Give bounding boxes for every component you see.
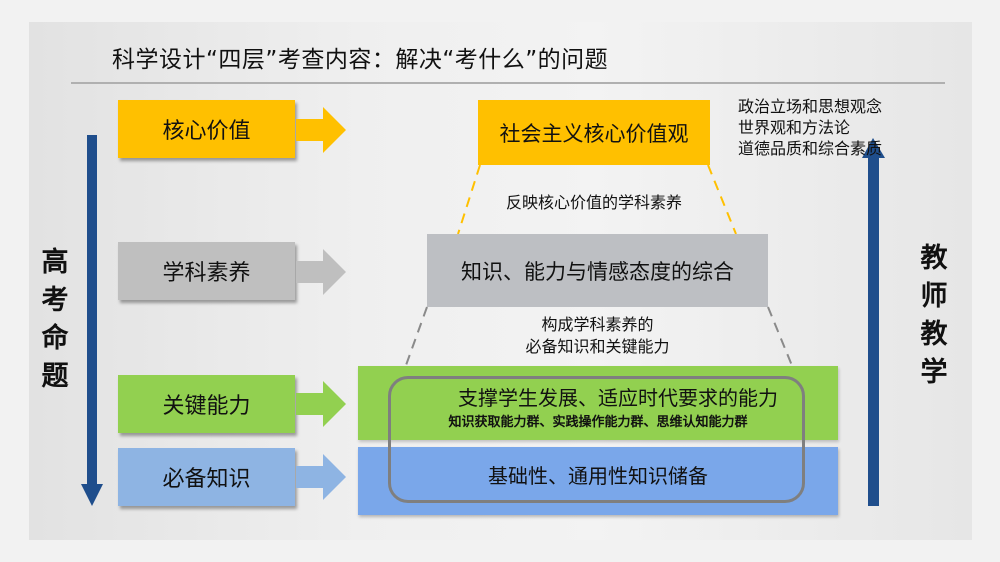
side-note: 政治立场和思想观念	[738, 97, 883, 116]
connector-note-line: 构成学科素养的	[541, 315, 654, 334]
connector-dashed-line	[404, 306, 428, 369]
layer-label-text: 学科素养	[162, 261, 251, 286]
axis-label-char: 高	[41, 247, 69, 278]
layer-label-text: 核心价值	[162, 119, 251, 144]
connector-note-line: 必备知识和关键能力	[525, 337, 670, 356]
axis-label-char: 学	[920, 357, 948, 388]
side-note: 世界观和方法论	[738, 118, 851, 137]
layer-label-subject-literacy: 学科素养	[118, 242, 295, 300]
center-box-text: 支撑学生发展、适应时代要求的能力	[458, 386, 778, 410]
right-axis-label: 教 师 教 学	[914, 240, 954, 392]
center-box-subtext: 知识获取能力群、实践操作能力群、思维认知能力群	[448, 415, 748, 430]
axis-label-char: 师	[920, 281, 948, 312]
left-axis-label: 高 考 命 题	[35, 244, 75, 396]
axis-label-char: 命	[41, 323, 69, 354]
axis-label-char: 题	[41, 361, 69, 392]
arrow-up-icon	[862, 138, 885, 506]
slide-title: 科学设计“四层”考查内容：解决“考什么”的问题	[112, 47, 609, 73]
connector-dashed-line	[457, 164, 481, 235]
center-box-subject-literacy: 知识、能力与情感态度的综合	[427, 234, 768, 307]
grouping-outline	[388, 376, 805, 503]
axis-label-char: 教	[920, 319, 948, 350]
center-box-text: 知识、能力与情感态度的综合	[461, 259, 734, 284]
connector-note-lower: 构成学科素养的 必备知识和关键能力	[427, 314, 768, 358]
connector-note-upper: 反映核心价值的学科素养	[505, 193, 682, 212]
layer-label-core-value: 核心价值	[118, 100, 295, 158]
arrow-right-icon	[296, 454, 346, 500]
arrow-right-icon	[296, 381, 346, 427]
title-divider	[71, 82, 945, 84]
axis-label-char: 教	[920, 243, 948, 274]
side-notes: 政治立场和思想观念 世界观和方法论 道德品质和综合素质	[738, 96, 882, 159]
layer-label-key-ability: 关键能力	[118, 375, 295, 433]
center-box-essential-knowledge: 基础性、通用性知识储备	[358, 447, 838, 515]
connector-dashed-line	[707, 164, 737, 235]
layer-label-text: 关键能力	[162, 394, 251, 419]
axis-label-char: 考	[41, 285, 69, 316]
arrow-right-icon	[296, 107, 346, 153]
arrow-right-icon	[296, 249, 346, 295]
center-box-text: 基础性、通用性知识储备	[488, 463, 708, 488]
connector-dashed-line	[767, 306, 794, 369]
center-box-text: 社会主义核心价值观	[499, 121, 689, 146]
layer-label-essential-knowledge: 必备知识	[118, 448, 295, 506]
arrow-down-icon	[81, 135, 103, 506]
center-box-core-value: 社会主义核心价值观	[478, 100, 710, 165]
layer-label-text: 必备知识	[162, 467, 251, 492]
side-note: 道德品质和综合素质	[738, 139, 883, 158]
